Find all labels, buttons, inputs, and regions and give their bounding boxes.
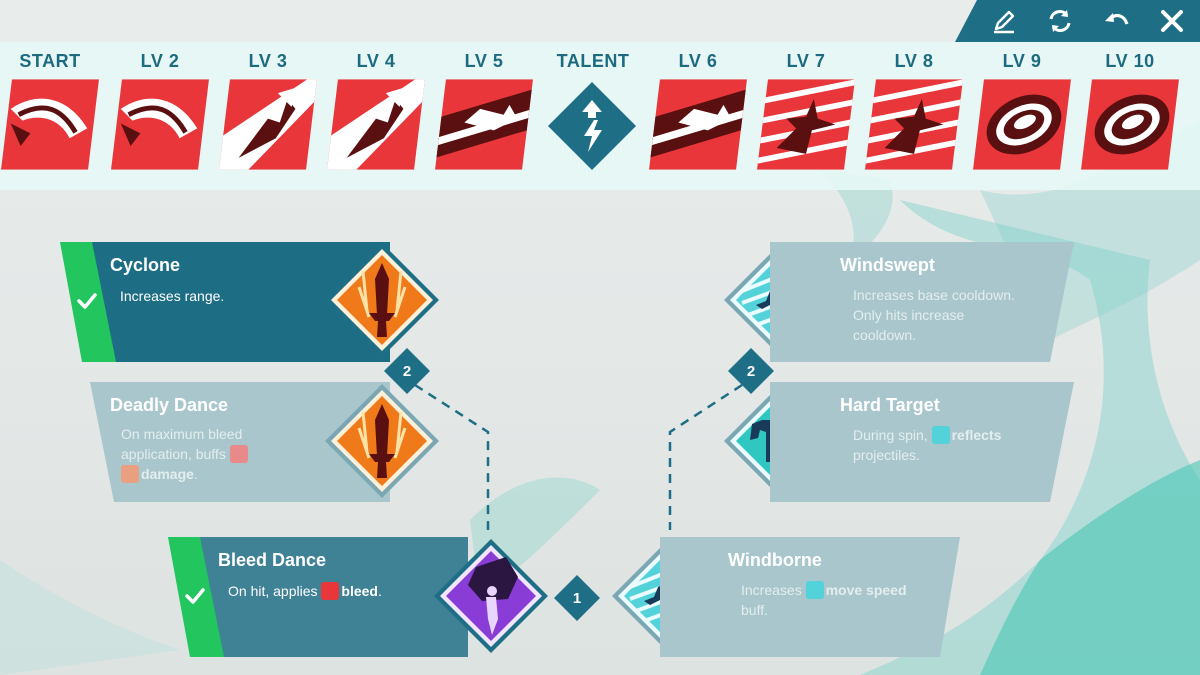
- blood-drop-icon: [321, 582, 340, 600]
- level-progression-bar: START LV 2 LV 3: [0, 42, 1200, 190]
- card-panel: [770, 242, 1074, 362]
- level-8: LV 8: [860, 42, 968, 190]
- level-tile[interactable]: [327, 79, 425, 170]
- checkmark-icon: [77, 293, 97, 309]
- card-panel: [770, 382, 1074, 502]
- talent-description: On hit, applies bleed.: [228, 582, 382, 600]
- level-label: LV 2: [140, 51, 180, 71]
- talent-title: Deadly Dance: [110, 395, 229, 415]
- tier-number: 2: [747, 363, 755, 380]
- talent-description: Increases move speed buff.: [741, 581, 907, 618]
- tier-badge: 2: [384, 348, 430, 394]
- tier-badge: 2: [728, 348, 774, 394]
- tier-badge: 1: [554, 575, 600, 621]
- tier-number: 1: [573, 590, 581, 607]
- level-tile[interactable]: [111, 79, 209, 170]
- level-label: LV 10: [1105, 51, 1155, 71]
- level-tile[interactable]: [219, 79, 317, 170]
- level-9: LV 9: [968, 42, 1076, 190]
- talent-description: Increases range.: [120, 288, 225, 304]
- level-5: LV 5: [430, 42, 538, 190]
- level-4: LV 4: [322, 42, 430, 190]
- talent-card-windborne[interactable]: Windborne Increases move speed buff.: [660, 537, 960, 657]
- dash-icon: [649, 79, 747, 170]
- level-label: TALENT: [556, 51, 630, 71]
- talent-description: On maximum bleed application, buffs dama…: [121, 424, 291, 484]
- level-label: LV 6: [678, 51, 718, 71]
- level-tile[interactable]: [757, 79, 855, 170]
- leap-strike-icon: [219, 79, 317, 170]
- talent-card-bleed-dance[interactable]: Bleed Dance On hit, applies bleed.: [168, 537, 468, 657]
- top-toolbar: [955, 0, 1200, 42]
- level-label: LV 5: [464, 51, 504, 71]
- level-tile[interactable]: [649, 79, 747, 170]
- level-7: LV 7: [752, 42, 860, 190]
- card-panel: [90, 382, 390, 502]
- talent-card-windswept[interactable]: Windswept Increases base cooldown. Only …: [770, 242, 1074, 362]
- tier-number: 2: [403, 363, 411, 380]
- whirl-strike-icon: [757, 79, 855, 170]
- talent-title: Bleed Dance: [218, 550, 327, 570]
- talent-description: Increases base cooldown. Only hits incre…: [853, 287, 1015, 343]
- talent-card-deadly-dance[interactable]: Deadly Dance On maximum bleed applicatio…: [90, 382, 390, 502]
- talent-title: Windborne: [728, 550, 822, 570]
- level-tile[interactable]: [973, 79, 1071, 170]
- slash-icon: [1, 79, 99, 170]
- reset-button[interactable]: [1042, 3, 1078, 39]
- talent-title: Cyclone: [110, 255, 181, 275]
- refresh-icon: [1049, 10, 1071, 32]
- undo-icon: [1105, 13, 1129, 25]
- level-label: LV 3: [248, 51, 288, 71]
- cyclone-icon: [1081, 79, 1179, 170]
- level-label: LV 8: [894, 51, 934, 71]
- wind-icon: [805, 581, 824, 599]
- leap-strike-icon: [327, 79, 425, 170]
- close-icon: [1161, 10, 1183, 32]
- level-label: START: [19, 51, 81, 71]
- rock-lifter-icon: [434, 539, 548, 653]
- level-2: LV 2: [106, 42, 214, 190]
- sword-icon: [121, 465, 139, 483]
- cyclone-icon: [973, 79, 1071, 170]
- talent-column: TALENT: [539, 42, 647, 190]
- level-tile[interactable]: [435, 79, 533, 170]
- level-start: START: [0, 42, 104, 190]
- level-tile[interactable]: [1081, 79, 1179, 170]
- dash-icon: [435, 79, 533, 170]
- whirl-strike-icon: [865, 79, 963, 170]
- level-3: LV 3: [214, 42, 322, 190]
- flaming-sword-icon: [325, 243, 439, 357]
- level-tile[interactable]: [1, 79, 99, 170]
- reflect-icon: [931, 426, 950, 444]
- flaming-sword-icon: [325, 384, 439, 498]
- checkmark-icon: [185, 588, 205, 604]
- talent-card-hard-target[interactable]: Hard Target During spin, reflects projec…: [770, 382, 1074, 502]
- level-10: LV 10: [1076, 42, 1184, 190]
- level-tile[interactable]: [865, 79, 963, 170]
- pencil-icon: [994, 10, 1015, 34]
- level-label: LV 7: [786, 51, 826, 71]
- talent-card-cyclone[interactable]: Cyclone Increases range.: [60, 242, 390, 362]
- talent-title: Windswept: [840, 255, 935, 275]
- close-button[interactable]: [1154, 3, 1190, 39]
- level-label: LV 4: [356, 51, 396, 71]
- edit-button[interactable]: [986, 3, 1022, 39]
- level-label: LV 9: [1002, 51, 1042, 71]
- talent-description: During spin, reflects projectiles.: [853, 426, 1002, 463]
- slash-icon: [111, 79, 209, 170]
- talent-title: Hard Target: [840, 395, 940, 415]
- slash-icon: [229, 445, 248, 463]
- lightning-up-icon[interactable]: [548, 82, 636, 170]
- level-6: LV 6: [644, 42, 752, 190]
- undo-button[interactable]: [1098, 3, 1134, 39]
